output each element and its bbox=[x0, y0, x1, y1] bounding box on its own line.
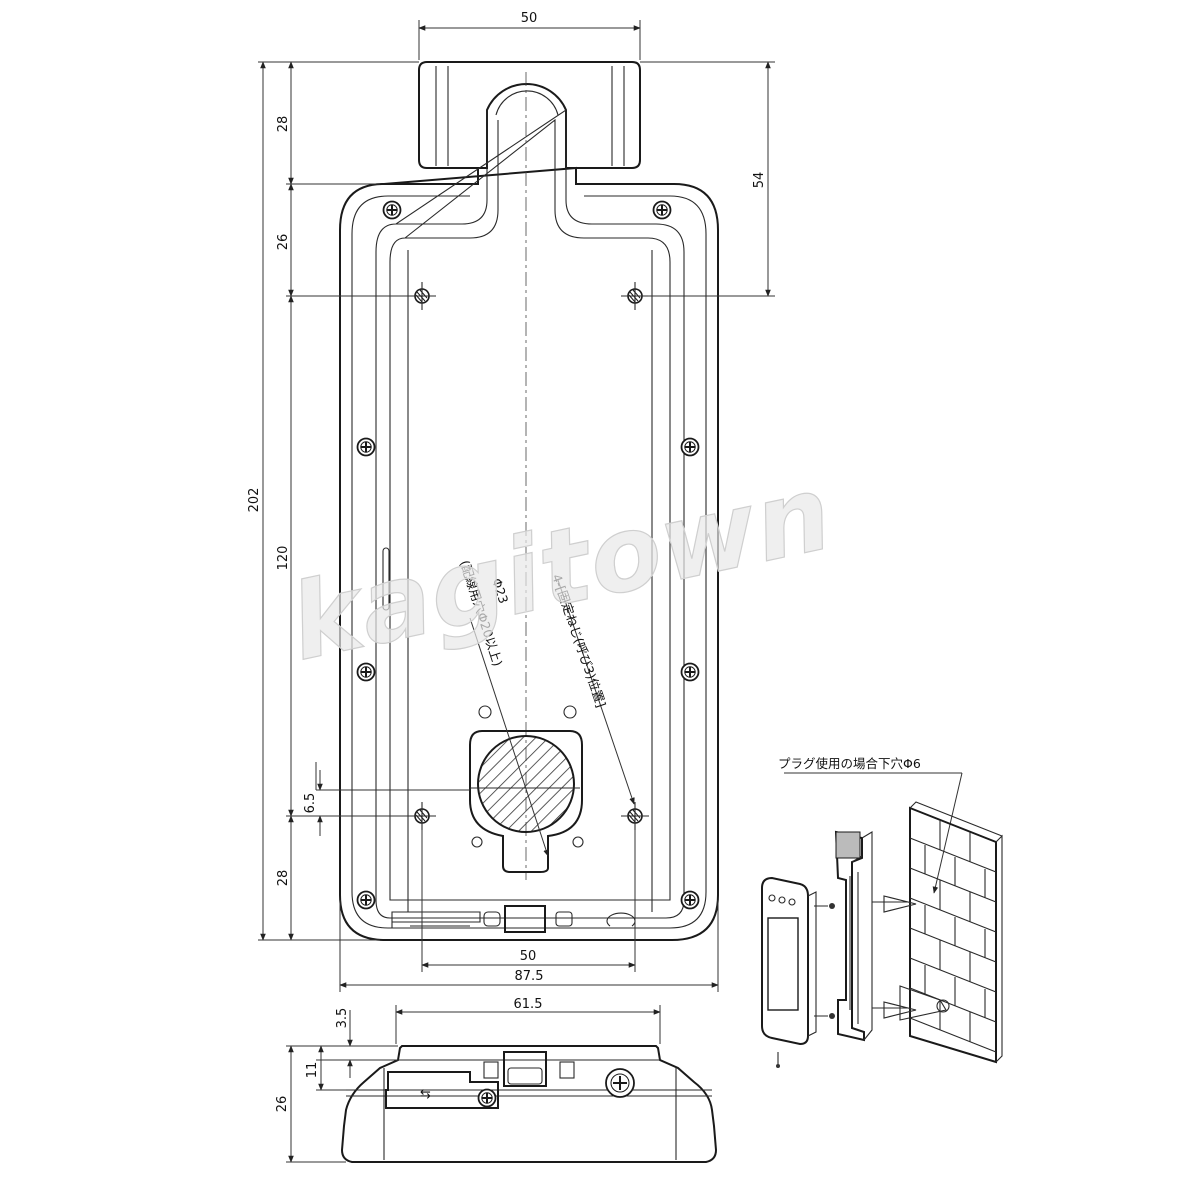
screw-icon bbox=[680, 662, 700, 682]
dim-top-height: 28 bbox=[276, 116, 291, 133]
dim-side-mid: 11 bbox=[305, 1062, 320, 1079]
watermark-logo: kagitown bbox=[280, 451, 842, 684]
top-mount-tab bbox=[418, 61, 641, 169]
side-view: ⇆ bbox=[340, 1045, 718, 1163]
front-view bbox=[339, 61, 719, 941]
dim-bottom-height: 28 bbox=[276, 870, 291, 887]
dim-mid-height: 120 bbox=[276, 546, 291, 571]
dim-small-offset: 6.5 bbox=[303, 793, 318, 814]
wiring-hole-frame bbox=[469, 730, 583, 873]
dim-side-height: 26 bbox=[275, 1096, 290, 1113]
screw-icon bbox=[356, 437, 376, 457]
front-dimensions: 50 202 28 26 120 28 6.5 54 50 bbox=[247, 11, 775, 992]
side-dimensions: 61.5 3.5 11 26 bbox=[275, 997, 661, 1163]
dim-total-height: 202 bbox=[247, 488, 262, 513]
dim-bottom-inner-width: 50 bbox=[520, 949, 537, 964]
dim-overall-width: 87.5 bbox=[515, 969, 544, 984]
screw-icon bbox=[680, 890, 700, 910]
dim-top-width: 50 bbox=[521, 11, 538, 26]
brick-wall bbox=[909, 807, 997, 1063]
inner-frame bbox=[375, 108, 685, 919]
screw-icon bbox=[356, 890, 376, 910]
screw-icon bbox=[680, 437, 700, 457]
screw-icon bbox=[382, 200, 402, 220]
usb-icon: ⇆ bbox=[420, 1087, 431, 1102]
usb-port bbox=[385, 1071, 499, 1109]
dim-side-top-width: 61.5 bbox=[514, 997, 543, 1012]
dim-right-height: 54 bbox=[752, 172, 767, 189]
wiring-hole bbox=[477, 735, 575, 833]
screw-icon bbox=[477, 1088, 497, 1108]
dim-side-offset: 3.5 bbox=[335, 1008, 350, 1029]
plate-outline bbox=[339, 166, 719, 941]
screw-icon bbox=[652, 200, 672, 220]
dim-upper-height: 26 bbox=[276, 234, 291, 251]
installation-illustration: プラグ使用の場合下穴Φ6 bbox=[761, 756, 1003, 1068]
plug-hole-label: プラグ使用の場合下穴Φ6 bbox=[778, 756, 921, 771]
